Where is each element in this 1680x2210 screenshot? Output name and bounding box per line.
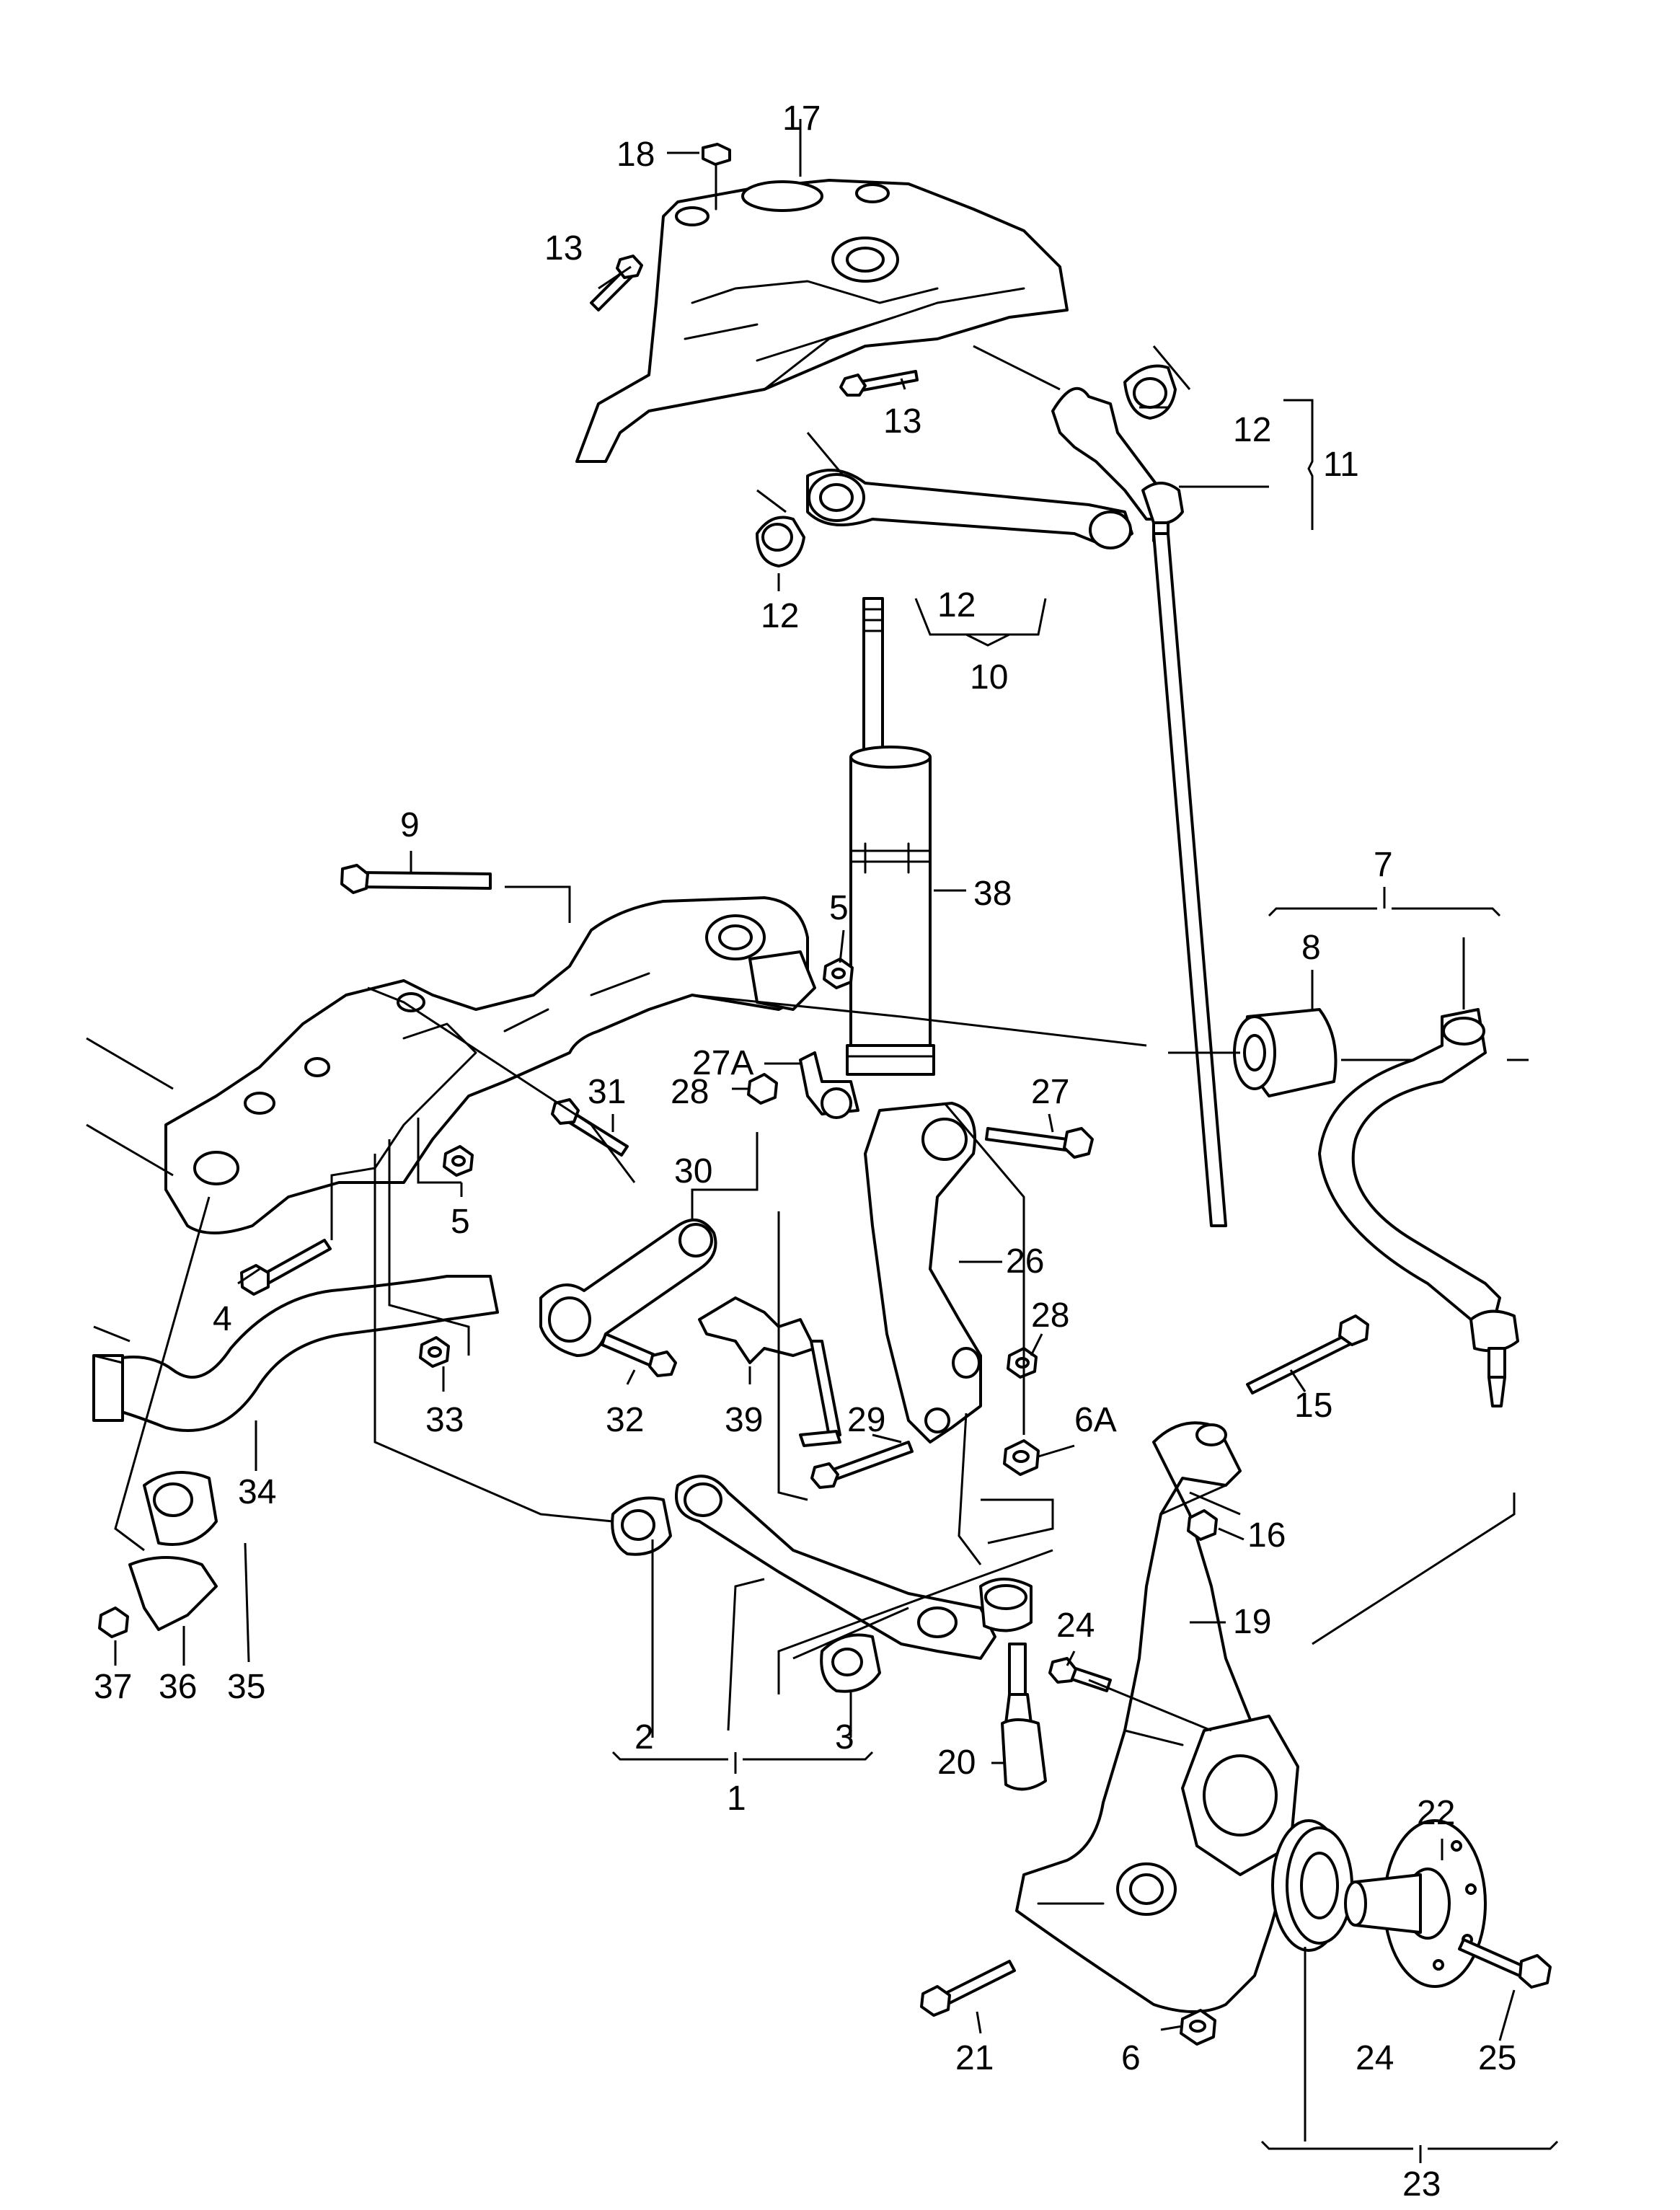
part-vertical-link [1152,532,1227,1227]
part-13-bolt-upper-left [590,255,643,311]
part-4-bolt [240,1239,332,1296]
callout-27: 27 [1031,1073,1069,1111]
callout-5-upper: 5 [829,889,849,927]
callout-39: 39 [725,1401,763,1439]
callout-38: 38 [973,875,1012,913]
part-28-nut-upper [747,1073,778,1105]
callout-35: 35 [227,1668,265,1706]
callout-28-lower: 28 [1031,1296,1069,1335]
callout-13-upper: 13 [544,229,583,268]
part-7-control-arm [1318,1008,1519,1407]
callout-13-lower: 13 [883,402,921,441]
callout-12-right: 12 [1233,411,1271,449]
part-25-hub-bolt [1458,1938,1552,1989]
callout-37: 37 [94,1668,132,1706]
callout-11: 11 [1323,446,1359,484]
callout-21: 21 [955,2039,994,2077]
part-33-nut [419,1336,450,1368]
callout-5-lower: 5 [451,1203,470,1241]
callout-32: 32 [606,1401,644,1439]
callout-33: 33 [425,1401,464,1439]
callout-3: 3 [835,1718,854,1756]
callout-18: 18 [616,136,655,174]
part-29-bolt [810,1441,914,1489]
part-15-bolt [1246,1314,1369,1394]
leader-lines [86,119,1559,2163]
callout-17: 17 [782,100,821,138]
part-5-nut-lower [443,1145,474,1177]
part-36-clamp [128,1556,218,1631]
callout-25: 25 [1478,2039,1516,2077]
callout-26: 26 [1006,1242,1044,1281]
part-20-ball-joint [979,1578,1047,1791]
callout-19: 19 [1233,1603,1271,1641]
part-22-wheel-hub [1344,1819,1487,1988]
callout-29: 29 [847,1401,885,1439]
part-35-stabilizer-bushing [143,1471,218,1546]
part-30-link-arm [539,1219,717,1357]
part-5-nut-upper [823,958,854,989]
part-13-bolt-upper-right [839,370,919,397]
callout-36: 36 [159,1668,197,1706]
callout-31: 31 [588,1073,626,1111]
part-19-knuckle [1015,1421,1299,2013]
part-12-bushing-lower [756,516,805,567]
part-24-wheel-bearing [1271,1819,1353,1952]
callout-24-bearing: 24 [1356,2039,1394,2077]
callout-34: 34 [238,1473,276,1511]
part-38-shock-absorber [846,597,935,1076]
callout-4: 4 [213,1300,232,1338]
callout-labels: 17 18 13 13 12 11 12 12 10 9 38 5 7 8 27… [94,100,1516,2204]
part-1-lower-arm [675,1475,996,1660]
callout-6A: 6A [1074,1401,1117,1439]
part-17-upper-mount [575,179,1069,463]
callout-7: 7 [1374,846,1393,884]
part-34-stabilizer-bar [92,1275,499,1432]
callout-30: 30 [674,1152,712,1190]
part-6-nut [1180,2009,1216,2046]
callout-10: 10 [970,658,1008,697]
part-subframe [164,896,816,1234]
callout-23: 23 [1402,2165,1441,2204]
part-26-strut-fork [821,1087,982,1444]
callout-22: 22 [1417,1794,1455,1832]
callout-15: 15 [1294,1387,1332,1425]
callout-12-left: 12 [761,597,799,635]
callout-9: 9 [400,806,420,844]
part-3-bushing [820,1633,881,1693]
callout-16: 16 [1247,1516,1286,1555]
part-27-bolt [985,1127,1094,1159]
part-21-bolt [920,1960,1016,2017]
callout-1: 1 [727,1780,746,1818]
part-11-upper-arm-front [1051,364,1184,542]
part-18-nut [702,143,731,211]
callout-6: 6 [1121,2039,1141,2077]
callout-8: 8 [1301,929,1321,967]
part-16-bolt [1187,1509,1218,1541]
part-39-level-sensor [698,1296,841,1447]
callout-28-upper: 28 [671,1073,709,1111]
part-9-bolt [340,864,492,894]
callout-24-small: 24 [1056,1606,1095,1645]
part-2-bushing [611,1496,672,1556]
part-8-bushing [1233,1008,1338,1097]
part-37-nut [98,1606,129,1638]
callout-27A: 27A [692,1044,753,1082]
callout-20: 20 [937,1743,976,1782]
callout-12-mid: 12 [937,586,976,624]
callout-2: 2 [635,1718,654,1756]
part-31-bolt [551,1098,629,1157]
part-6A-nut [1003,1439,1040,1476]
part-10-upper-arm [806,469,1133,549]
part-32-bolt [601,1332,677,1377]
